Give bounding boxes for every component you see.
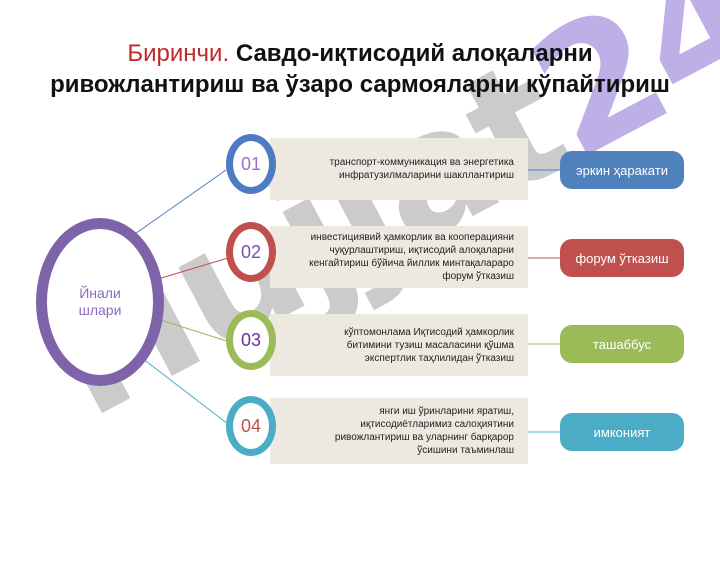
outcome-label-04: имконият xyxy=(593,424,651,440)
item-number-04: 04 xyxy=(240,415,262,436)
item-band-02: инвестициявий ҳамкорлик ва кооперацияни … xyxy=(270,226,528,288)
item-band-01: транспорт-коммуникация ва энергетика инф… xyxy=(270,138,528,200)
outcome-pill-04: имконият xyxy=(560,413,684,451)
connector-hub-04 xyxy=(133,351,229,425)
hub-label: Йнали шлари xyxy=(78,285,122,318)
title-line-2: ривожлантириш ва ўзаро сармояларни кўпай… xyxy=(50,71,670,98)
item-ring-01: 01 xyxy=(226,134,276,194)
item-text-01: транспорт-коммуникация ва энергетика инф… xyxy=(329,157,514,181)
item-band-04: янги иш ўринларини яратиш, иқтисодиётлар… xyxy=(270,398,528,464)
outcome-label-02: форум ўтказиш xyxy=(575,250,669,266)
outcome-pill-02: форум ўтказиш xyxy=(560,239,684,277)
outcome-pill-03: ташаббус xyxy=(560,325,684,363)
item-text-03: кўптомонлама Иқтисодий ҳамкорлик битимин… xyxy=(344,326,514,364)
item-text-04: янги иш ўринларини яратиш, иқтисодиётлар… xyxy=(334,406,514,456)
outcome-label-03: ташаббус xyxy=(592,336,652,352)
item-number-03: 03 xyxy=(240,329,262,350)
item-text-02: инвестициявий ҳамкорлик ва кооперацияни … xyxy=(309,232,514,282)
item-number-02: 02 xyxy=(240,241,262,262)
outcome-pill-01: эркин ҳаракати xyxy=(560,151,684,189)
page-title: Биринчи. Савдо-иқтисодий алоқаларни риво… xyxy=(0,38,720,100)
outcome-label-01: эркин ҳаракати xyxy=(576,162,668,178)
title-line-1-text: Савдо-иқтисодий алоқаларни xyxy=(235,40,593,67)
title-accent: Биринчи. xyxy=(127,40,236,67)
item-number-01: 01 xyxy=(240,153,262,174)
item-ring-02: 02 xyxy=(226,222,276,282)
item-band-03: кўптомонлама Иқтисодий ҳамкорлик битимин… xyxy=(270,314,528,376)
item-ring-04: 04 xyxy=(226,396,276,456)
hub-circle: Йнали шлари xyxy=(36,218,164,386)
item-ring-03: 03 xyxy=(226,310,276,370)
title-line-1: Биринчи. Савдо-иқтисодий алоқаларни xyxy=(0,38,720,69)
connector-hub-01 xyxy=(131,169,227,237)
